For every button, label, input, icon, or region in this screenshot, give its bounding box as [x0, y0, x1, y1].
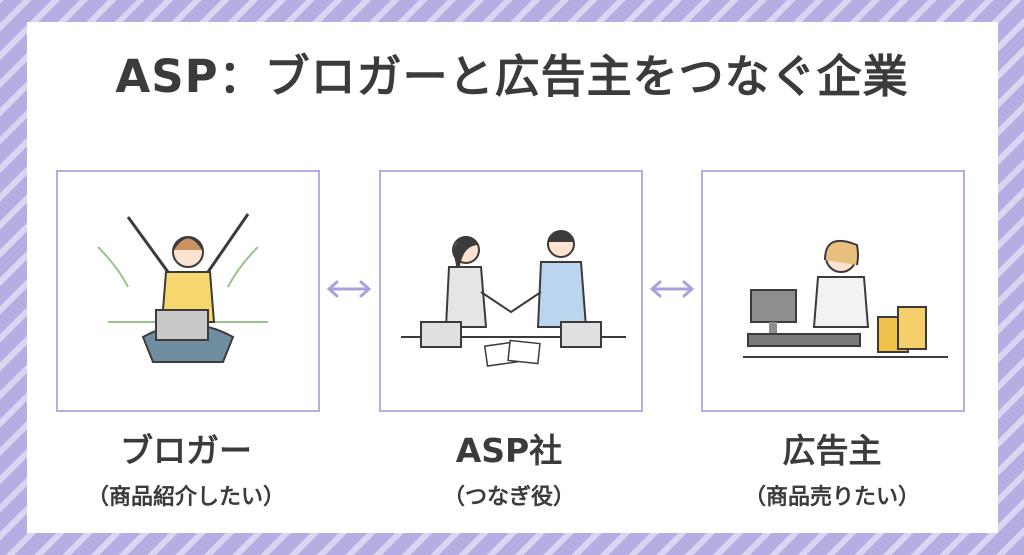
- double-arrow-icon: [326, 280, 372, 298]
- double-arrow-icon: [649, 280, 695, 298]
- blogger-sublabel: （商品紹介したい）: [86, 485, 285, 510]
- blogger-illustration-box: [56, 170, 320, 412]
- blogger-illustration: [97, 213, 268, 363]
- asp-illustration-box: [379, 170, 643, 412]
- advertiser-illustration: [743, 240, 948, 358]
- advertiser-illustration-box: [701, 170, 965, 412]
- asp-illustration: [401, 230, 626, 367]
- page-title: ASP：ブロガーと広告主をつなぐ企業: [115, 50, 909, 103]
- blogger-label: ブロガー: [120, 431, 252, 470]
- asp-sublabel: （つなぎ役）: [442, 485, 575, 510]
- advertiser-sublabel: （商品売りたい）: [743, 485, 920, 510]
- asp-label: ASP社: [455, 431, 563, 470]
- advertiser-label: 広告主: [782, 431, 882, 470]
